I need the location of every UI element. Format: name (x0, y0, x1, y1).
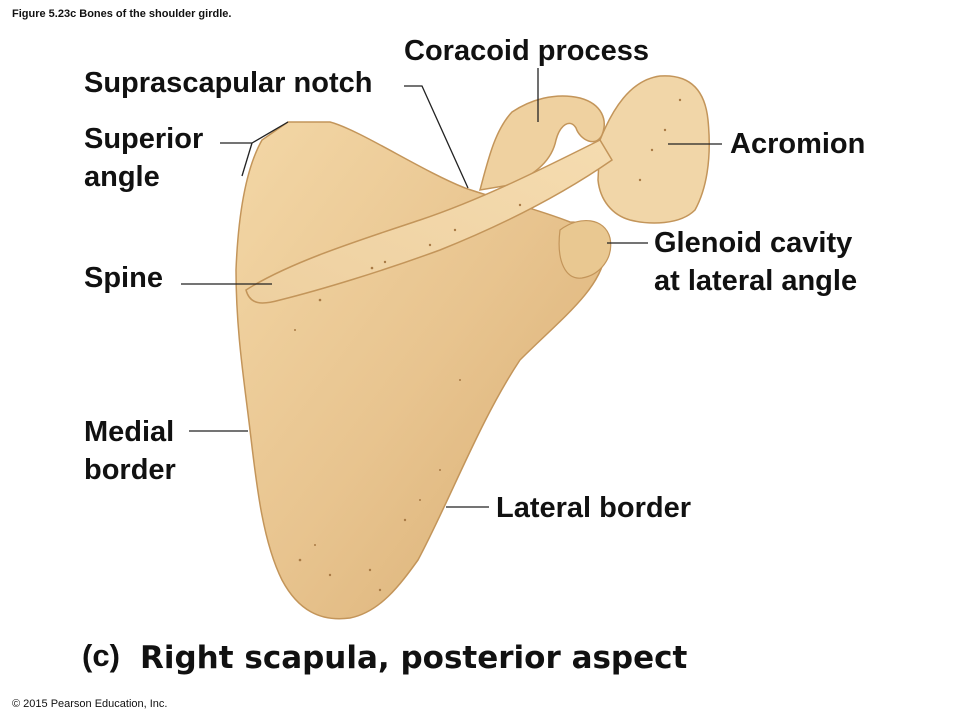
acromion-shape (597, 75, 710, 224)
bone-texture-dots (294, 98, 682, 592)
leader-superior-angle-2 (241, 142, 253, 177)
label-spine: Spine (84, 262, 163, 294)
label-coracoid-process: Coracoid process (404, 35, 649, 67)
copyright-notice: © 2015 Pearson Education, Inc. (12, 698, 168, 710)
glenoid-shape (558, 219, 612, 279)
label-superior-angle-line2: angle (84, 161, 160, 193)
label-acromion: Acromion (730, 128, 866, 160)
label-lateral-border: Lateral border (496, 492, 691, 524)
label-medial-border-line1: Medial (84, 416, 175, 448)
label-glenoid-line1: Glenoid cavity (654, 227, 853, 259)
label-superior-angle-line1: Superior (84, 123, 204, 155)
figure-title: Right scapula, posterior aspect (140, 640, 688, 676)
label-glenoid-line2: at lateral angle (654, 265, 858, 297)
panel-letter: (c) (82, 638, 120, 673)
label-suprascapular-notch: Suprascapular notch (84, 67, 373, 99)
figure-caption: Figure 5.23c Bones of the shoulder girdl… (12, 8, 232, 20)
leader-suprascapular (404, 85, 469, 189)
label-medial-border-line2: border (84, 454, 176, 486)
spine-shape (245, 139, 614, 304)
